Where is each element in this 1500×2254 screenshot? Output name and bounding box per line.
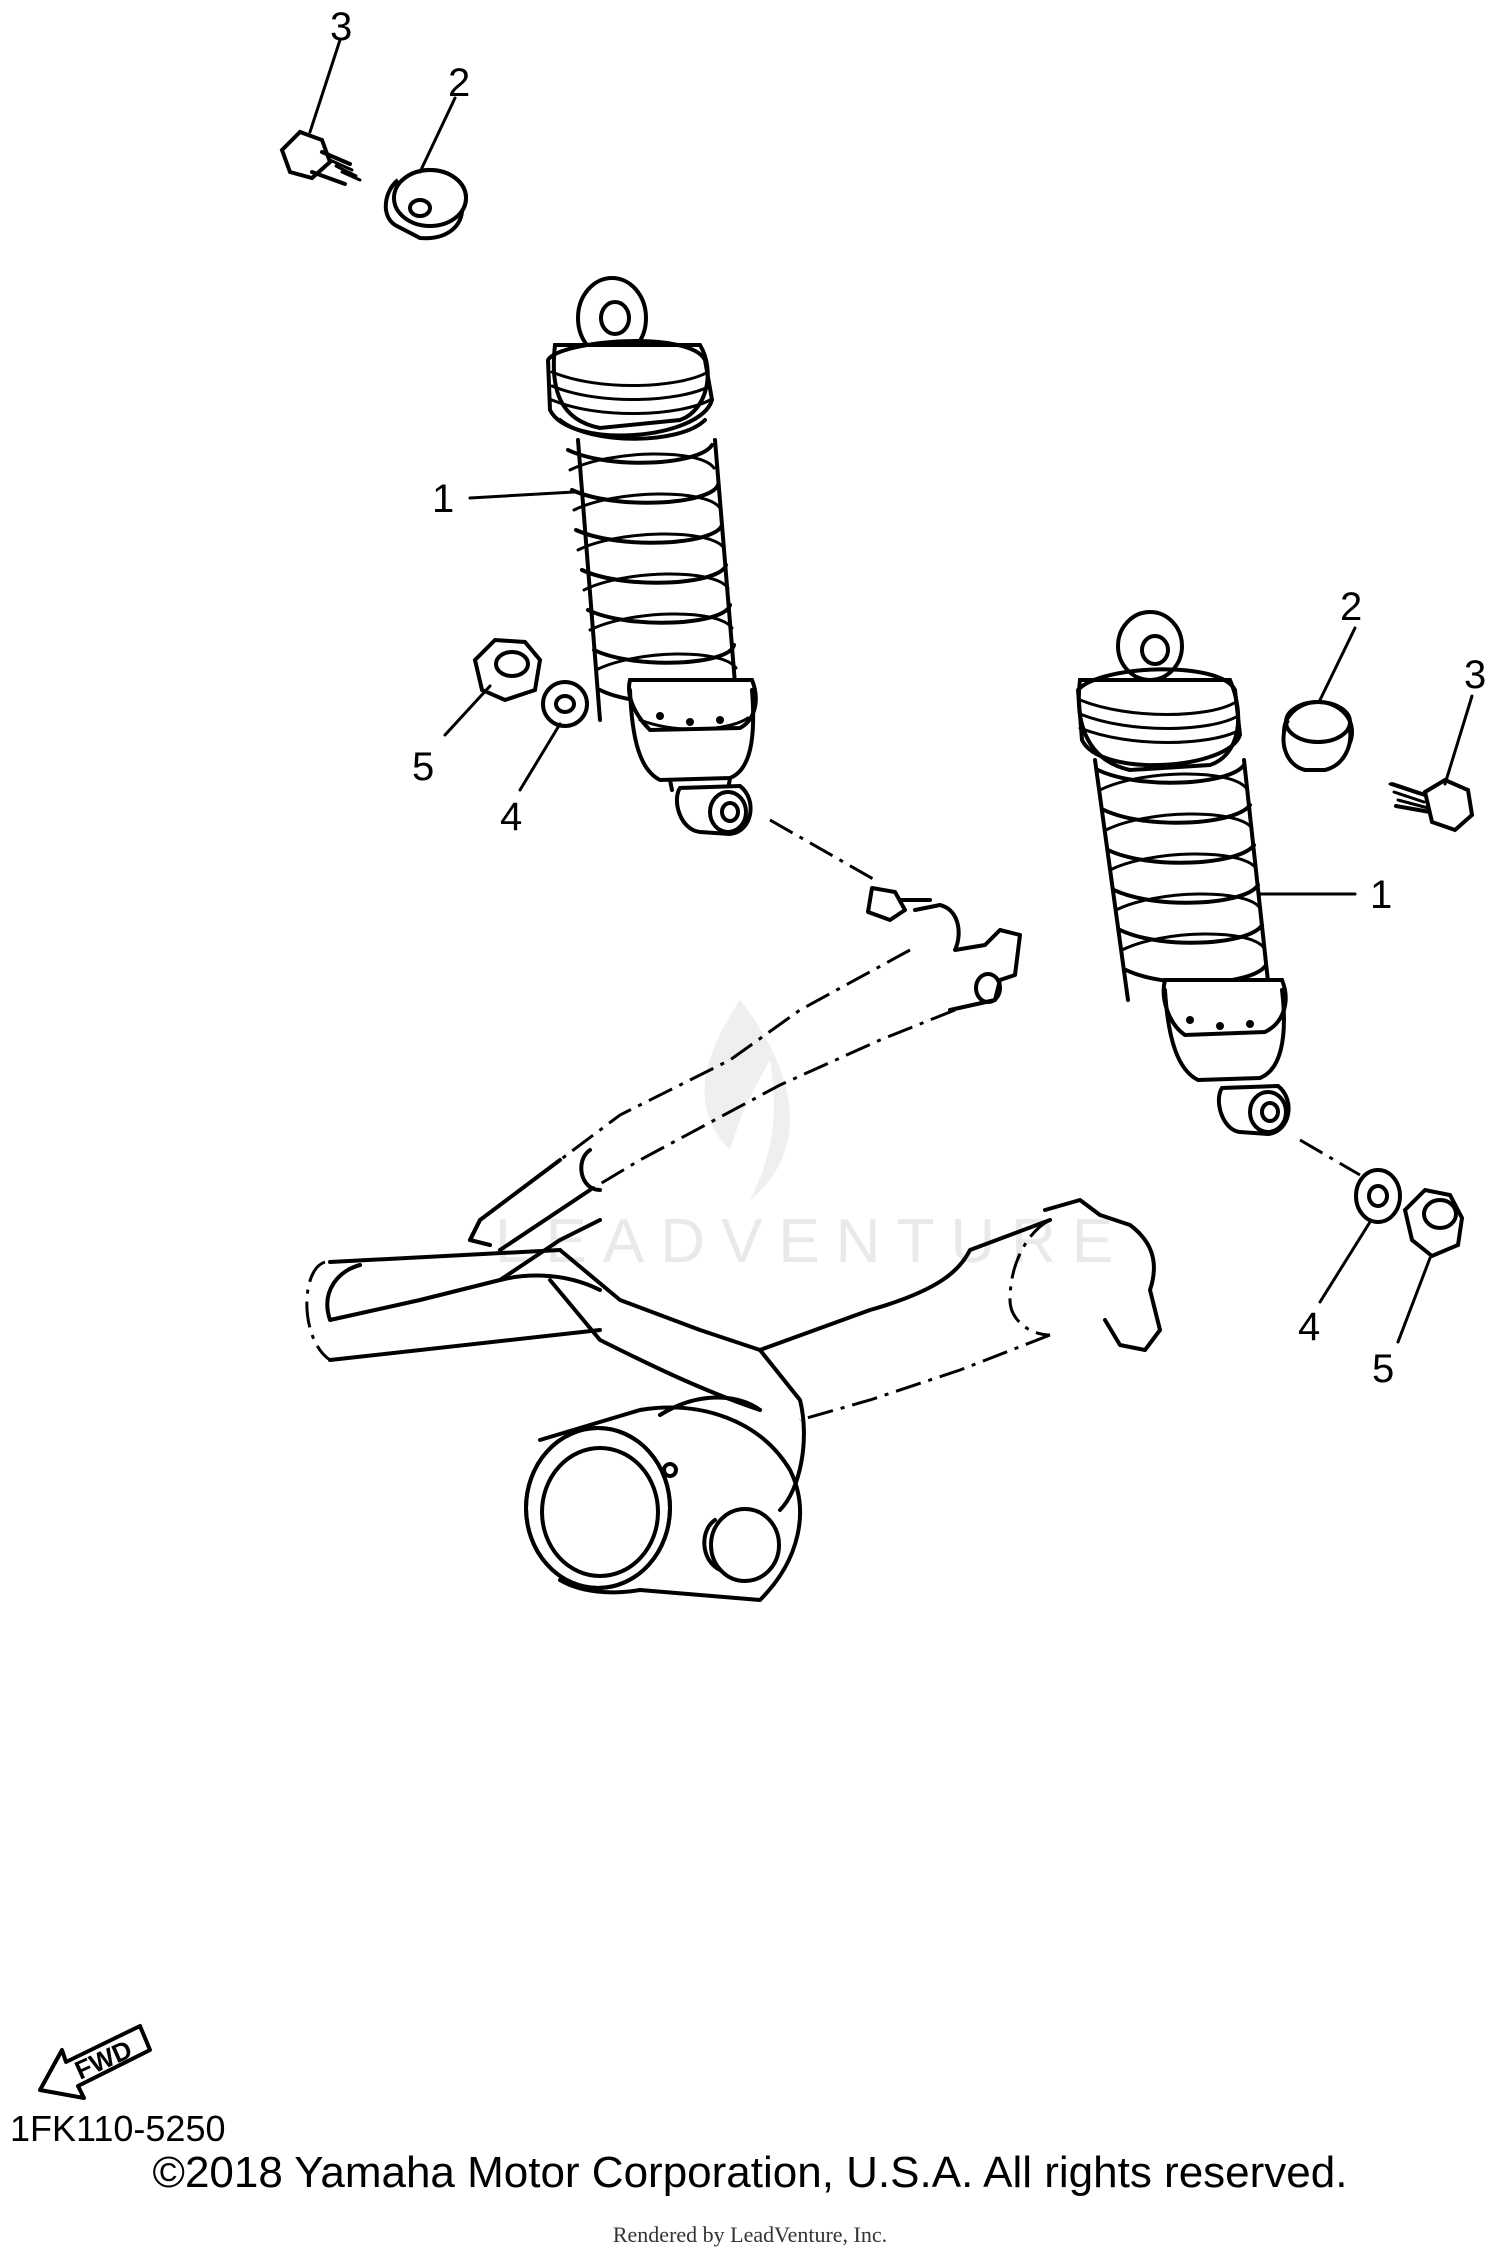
nut-right xyxy=(1402,1187,1465,1259)
callout-1-right: 1 xyxy=(1370,873,1392,917)
leadventure-watermark: LEADVENTURE xyxy=(495,1000,1129,1276)
shock-absorber-left xyxy=(546,276,758,837)
callout-3-top: 3 xyxy=(330,5,352,49)
callout-4-left: 4 xyxy=(500,795,522,839)
callout-3-right: 3 xyxy=(1464,653,1486,697)
bolt-right xyxy=(1388,777,1475,833)
alignment-line-right xyxy=(1299,1138,1361,1177)
callout-4-right: 4 xyxy=(1298,1305,1320,1349)
alignment-line-left xyxy=(769,818,876,882)
collar-right xyxy=(1281,700,1354,772)
callout-5-right: 5 xyxy=(1372,1347,1394,1391)
copyright-notice: ©2018 Yamaha Motor Corporation, U.S.A. A… xyxy=(152,2148,1348,2197)
leader-lines xyxy=(308,38,1474,1344)
diagram-code: 1FK110-5250 xyxy=(10,2108,226,2149)
nut-left xyxy=(472,637,543,703)
swingarm xyxy=(305,886,1162,1602)
bolt-top-left xyxy=(279,129,362,186)
callout-2-top: 2 xyxy=(448,61,470,105)
fwd-arrow-icon: FWD xyxy=(38,2024,152,2100)
collar-top-left xyxy=(383,168,468,241)
watermark-text: LEADVENTURE xyxy=(495,1207,1129,1276)
washer-right xyxy=(1354,1168,1402,1224)
callout-1-left: 1 xyxy=(432,477,454,521)
shock-absorber-right xyxy=(1076,610,1291,1137)
callout-5-left: 5 xyxy=(412,745,434,789)
callout-2-right: 2 xyxy=(1340,585,1362,629)
rendered-by-notice: Rendered by LeadVenture, Inc. xyxy=(612,2222,888,2247)
washer-left xyxy=(541,680,589,728)
